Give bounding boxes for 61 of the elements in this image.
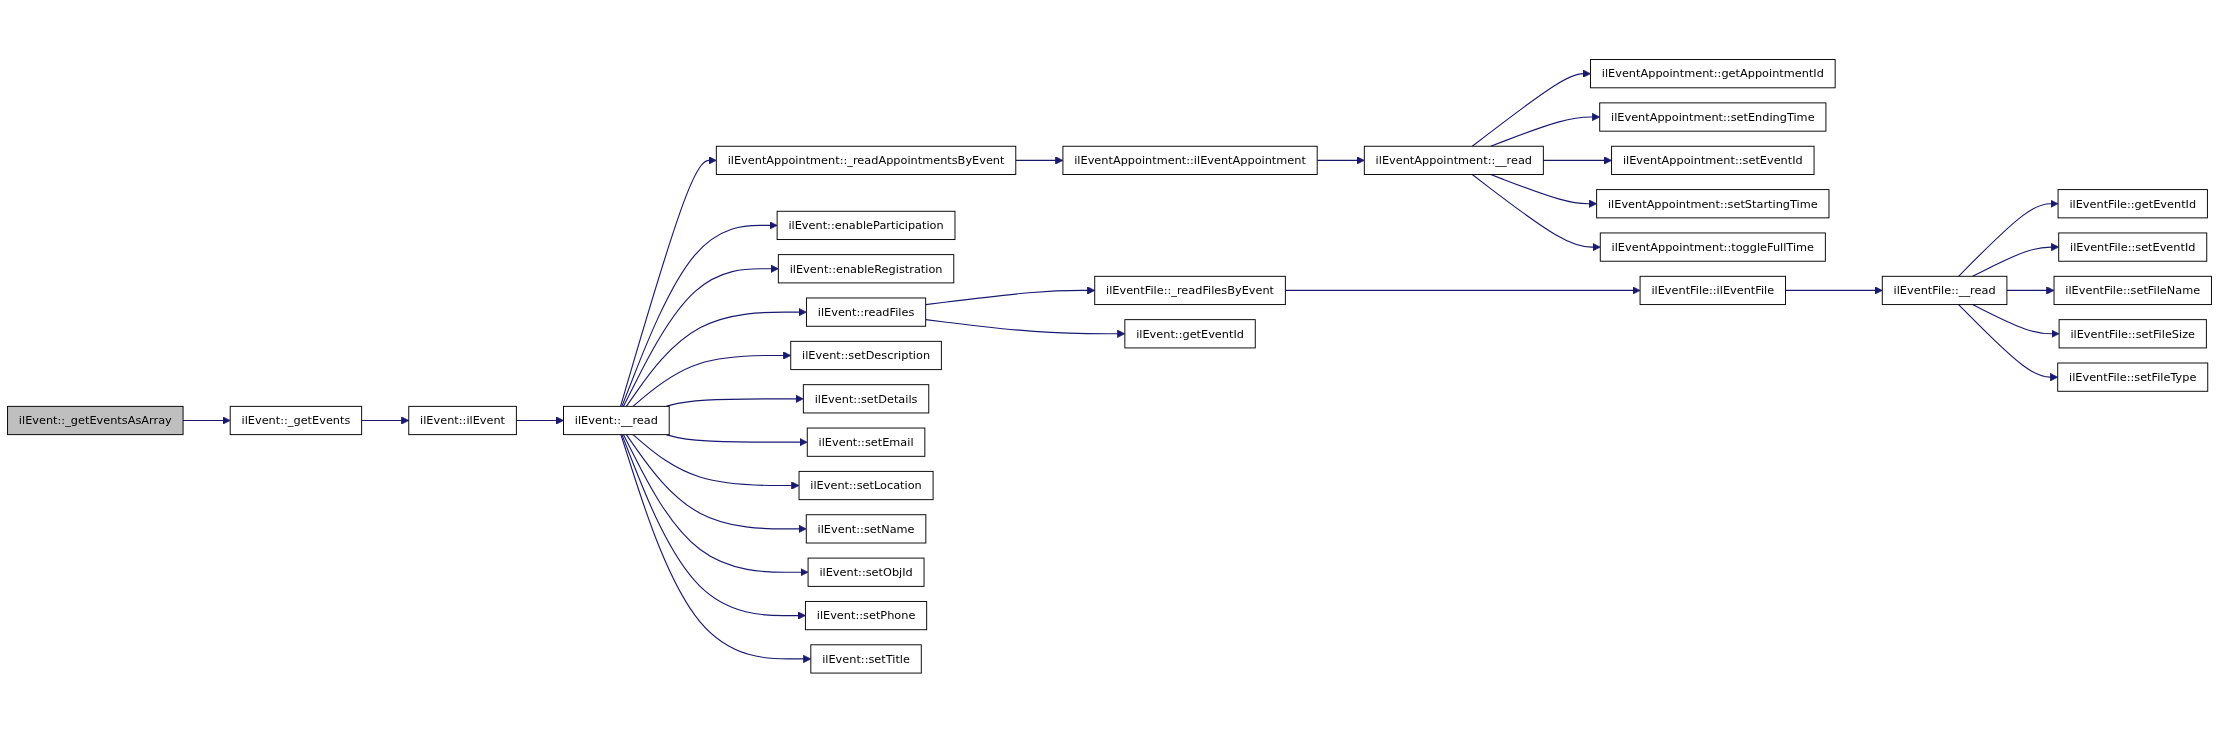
node-box: ilEvent::ilEvent	[408, 406, 517, 436]
node-box: ilEvent::_getEventsAsArray	[7, 406, 184, 436]
node-box: ilEventAppointment::__read	[1363, 145, 1544, 176]
node-box: ilEvent::readFiles	[806, 297, 927, 327]
node-box: ilEventAppointment::setEndingTime	[1599, 102, 1827, 132]
node-box: ilEventAppointment::getAppointmentId	[1590, 59, 1836, 89]
node-box: ilEventAppointment::ilEventAppointment	[1062, 145, 1318, 176]
arrow	[1490, 113, 1601, 147]
node-box: ilEvent::setEmail	[806, 427, 926, 457]
arrow	[1471, 69, 1591, 147]
node-box: ilEventAppointment::_readAppointmentsByEvent	[715, 145, 1017, 176]
arrow	[632, 434, 800, 490]
node-box: ilEventAppointment::setStartingTime	[1596, 189, 1830, 219]
arrow	[632, 351, 792, 408]
arrow	[925, 319, 1126, 339]
node-box: ilEvent::__read	[563, 406, 670, 436]
arrow	[1972, 243, 2060, 278]
arrow	[619, 156, 717, 408]
node-box: ilEvent::setName	[805, 514, 927, 544]
node-box: ilEventFile::setFileSize	[2058, 319, 2207, 349]
node-box: ilEvent::setTitle	[810, 644, 922, 674]
arrow	[1284, 286, 1641, 295]
node-box: ilEventFile::setFileName	[2053, 276, 2212, 306]
node-box: ilEventFile::__read	[1881, 276, 2008, 306]
node-box: ilEventFile::ilEventFile	[1639, 276, 1786, 306]
arrow	[625, 308, 807, 408]
arrow	[1958, 304, 2059, 382]
arrow	[621, 434, 806, 620]
node-box: ilEvent::getEventId	[1124, 319, 1256, 349]
node-box: ilEventFile::setFileType	[2057, 362, 2209, 392]
arrow	[1972, 304, 2060, 339]
node-box: ilEventFile::getEventId	[2057, 189, 2208, 219]
arrow	[361, 416, 410, 425]
node-box: ilEventAppointment::toggleFullTime	[1599, 232, 1826, 262]
node-box: ilEvent::_getEvents	[229, 406, 363, 436]
node-box: ilEvent::enableRegistration	[777, 254, 955, 284]
arrow	[182, 416, 231, 425]
arrow	[1958, 199, 2059, 278]
node-box: ilEventFile::_readFilesByEvent	[1094, 276, 1286, 306]
node-box: ilEventFile::setEventId	[2058, 232, 2208, 262]
arrow	[2006, 286, 2055, 295]
node-box: ilEvent::setLocation	[798, 471, 934, 501]
node-box: ilEvent::setDetails	[802, 384, 930, 414]
arrow	[622, 434, 809, 577]
node-box: ilEvent::setObjId	[807, 557, 925, 587]
arrow	[1490, 174, 1597, 209]
arrow	[625, 434, 807, 534]
arrow	[622, 264, 779, 408]
arrow	[620, 434, 812, 664]
node-box: ilEventAppointment::setEventId	[1611, 145, 1815, 176]
arrow	[621, 221, 778, 408]
arrow	[515, 416, 564, 425]
arrow	[1015, 156, 1064, 165]
arrow	[1471, 174, 1601, 252]
arrow	[1784, 286, 1883, 295]
arrow	[1316, 156, 1365, 165]
arrow	[925, 286, 1096, 306]
node-box: ilEvent::setDescription	[790, 341, 942, 371]
node-box: ilEvent::setPhone	[804, 601, 928, 631]
arrow	[1542, 156, 1612, 165]
node-box: ilEvent::enableParticipation	[776, 211, 956, 241]
